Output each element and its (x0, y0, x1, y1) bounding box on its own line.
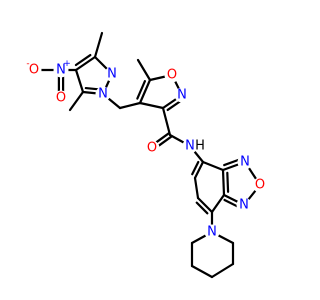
bond (191, 160, 200, 176)
nitro-oxygen-label: O (29, 63, 39, 78)
nitro-oxygen-charge: - (26, 59, 29, 69)
amide-oxygen-label: O (147, 141, 157, 156)
bond (118, 101, 142, 110)
benzoxadiazole-n-top-label: N (240, 155, 250, 170)
bond (93, 31, 104, 59)
bond (138, 78, 152, 105)
atom-label-background (236, 197, 252, 213)
atom-label-background (95, 86, 111, 102)
nitro-nitrogen-label: N (56, 63, 66, 78)
bond (201, 160, 225, 172)
atom-label-background (26, 62, 42, 78)
nitro-oxygen-double-label: O (56, 91, 66, 106)
bond (210, 193, 226, 214)
bond (193, 160, 205, 180)
atom-label-background (252, 177, 268, 193)
atom-label-background (182, 138, 198, 154)
atom-label-background (237, 154, 253, 170)
nitro-nitrogen-charge: + (63, 59, 71, 69)
isoxazole-nitrogen-label: N (177, 88, 187, 103)
bond (210, 262, 235, 279)
pyrazole-n1-label: N (98, 87, 108, 102)
bond (74, 53, 92, 67)
bond (161, 106, 172, 137)
amide-hydrogen-label: H (195, 139, 205, 154)
isoxazole-oxygen-label: O (167, 68, 177, 83)
bond (136, 79, 147, 100)
atom-label-background (204, 224, 220, 240)
bond (196, 196, 214, 214)
bond (74, 55, 97, 72)
bond (221, 168, 226, 197)
bond (74, 68, 85, 94)
atom-label-background (164, 67, 180, 83)
benzoxadiazole-oxygen-label: O (255, 178, 265, 193)
amide-hydrogen-background (193, 139, 207, 153)
atom-label-background (174, 87, 190, 103)
amide-nitrogen-label: N (185, 139, 195, 154)
bond (136, 58, 152, 82)
bond (138, 101, 165, 110)
atom-label-background (53, 90, 69, 106)
atom-label-background (104, 66, 120, 82)
bond (226, 171, 230, 193)
atom-label-background (144, 140, 160, 156)
benzoxadiazole-n-bottom-label: N (239, 198, 249, 213)
bond (195, 201, 209, 215)
bond (68, 90, 85, 112)
piperidine-nitrogen-label: N (207, 225, 217, 240)
pyrazole-n2-label: N (107, 67, 117, 82)
bond (193, 176, 200, 200)
bond (190, 264, 214, 279)
atom-label-background (53, 62, 69, 78)
